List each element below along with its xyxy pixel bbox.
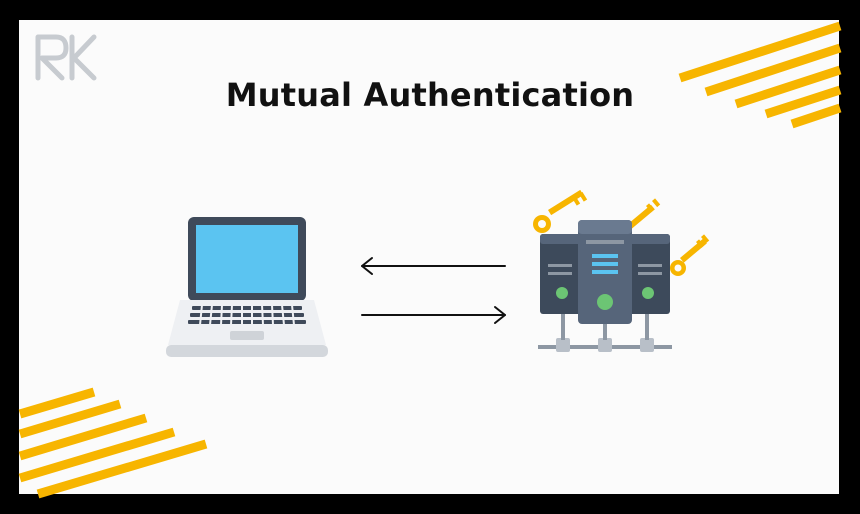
key-icon [628, 198, 661, 229]
laptop-icon [166, 217, 328, 357]
slide-canvas [19, 20, 839, 494]
arrow-right-icon [361, 306, 506, 324]
key-icon [533, 189, 588, 233]
top-right-stripes [678, 21, 842, 129]
key-icon [670, 234, 710, 276]
page-title: Mutual Authentication [225, 76, 635, 114]
bottom-left-stripes [18, 387, 208, 499]
server-rack-icon [538, 220, 672, 352]
arrow-left-icon [361, 257, 506, 275]
rk-logo [35, 34, 97, 81]
